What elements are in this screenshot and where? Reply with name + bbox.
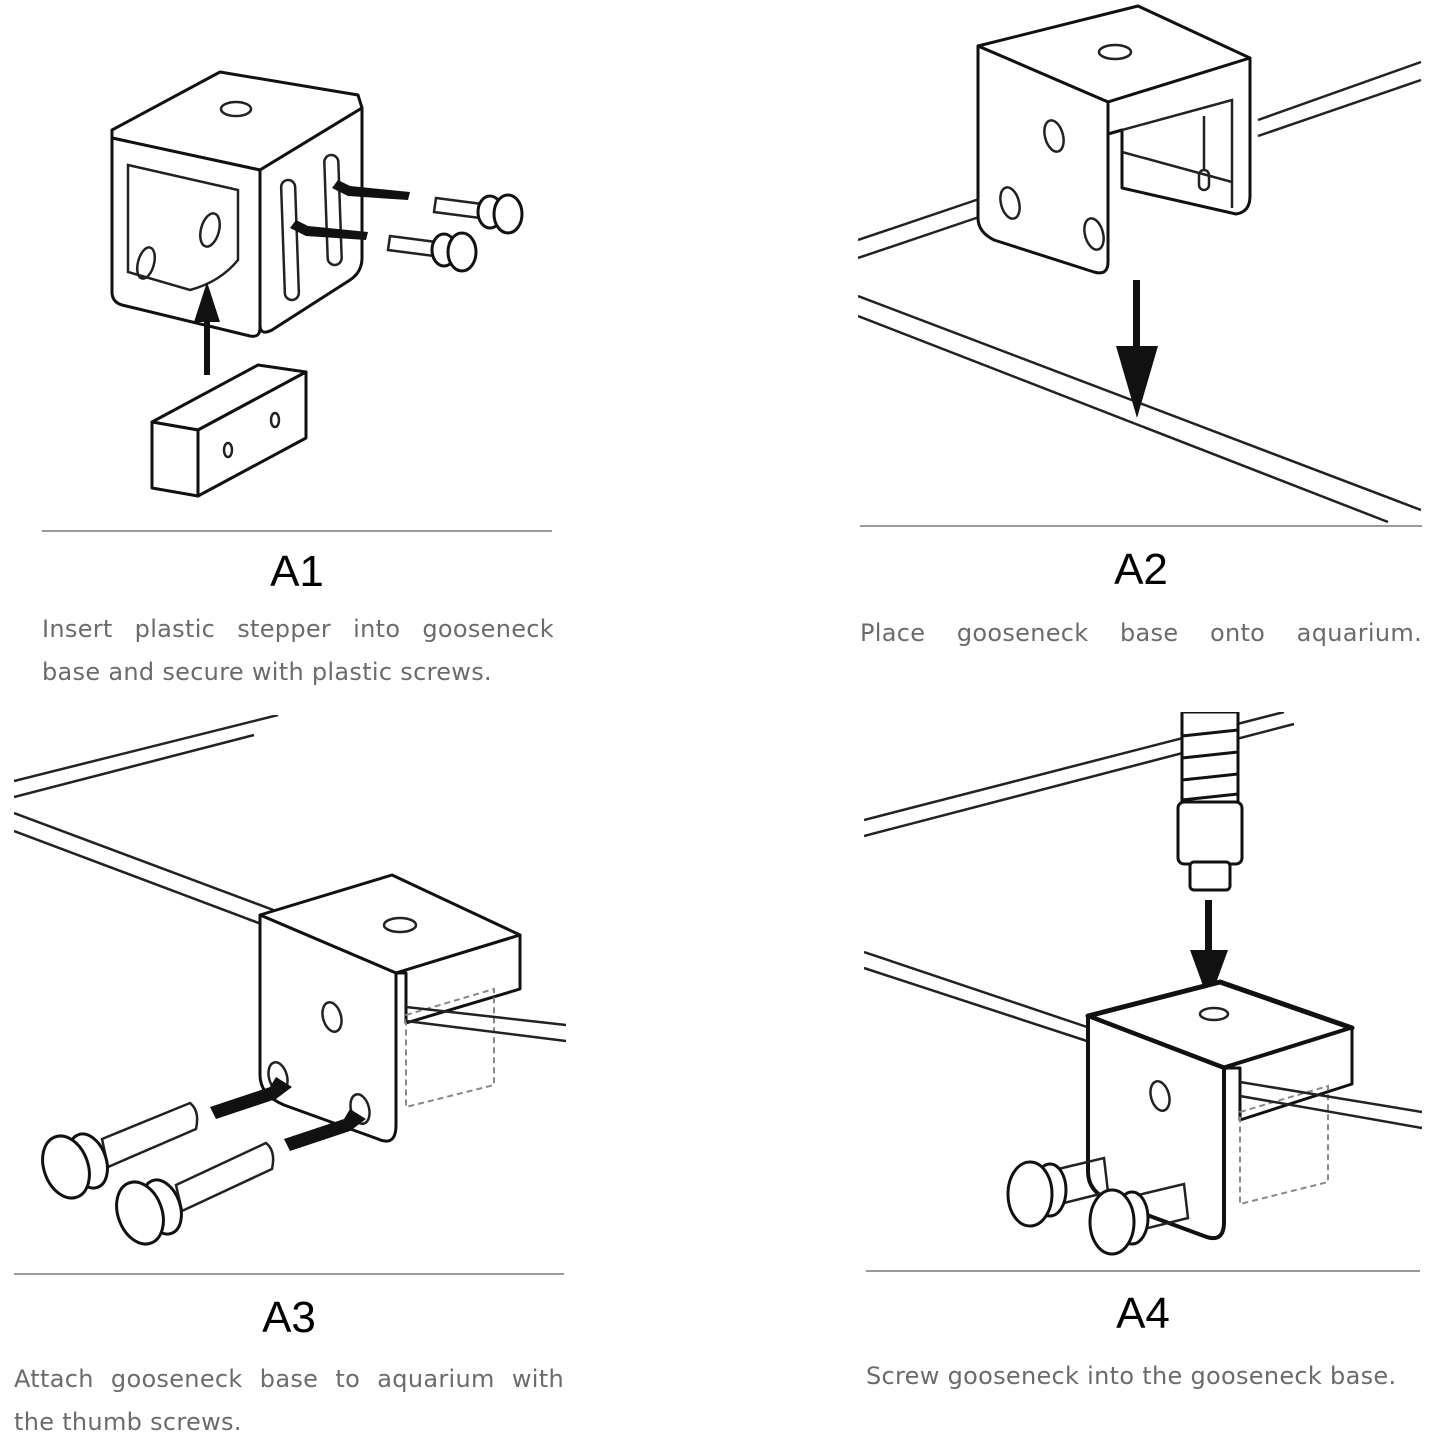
step-a3-description: Attach gooseneck base to aquarium with t… [14,1365,564,1436]
step-a2-description: Place gooseneck base onto aquarium. [860,619,1422,647]
bracket-front-face [1086,1014,1226,1241]
plastic-stepper [150,363,308,498]
step-a4-description: Screw gooseneck into the gooseneck base. [866,1362,1397,1390]
step-a4-illustration [864,712,1422,1267]
step-a3-label: A3 [262,1293,316,1342]
step-a1-illustration [100,60,540,510]
step-a2-divider [860,525,1422,527]
arrow-down-head [1190,950,1228,1002]
step-a1-label: A1 [270,547,324,596]
thumb-screw-2 [115,1141,275,1246]
arrow-screw-2 [284,1109,366,1151]
bracket-front-face [976,44,1110,275]
arrow-down-shaft [1133,280,1140,352]
step-a4-divider [866,1270,1420,1272]
arrow-screw-2 [290,220,368,240]
step-a2-label: A2 [1114,545,1168,594]
base-on-aquarium-drawing [858,4,1422,524]
stepper-hidden-outline [405,987,495,1109]
plastic-screw-1 [432,193,524,235]
stepper-hidden-outline [1239,1084,1329,1206]
gooseneck-tube [1176,712,1244,892]
top-mount-hole [219,100,253,118]
step-a3-divider [14,1273,564,1275]
bracket-side-face [1106,56,1252,216]
step-a1-divider [42,530,552,532]
arrow-down-shaft [1205,900,1212,960]
bracket-stepper-drawing [110,70,524,498]
step-a2-illustration [858,0,1423,525]
arrow-down-head [1116,346,1158,418]
slot-left [279,178,301,302]
gooseneck-into-base-drawing [864,712,1422,1256]
thumb-screw-1 [1006,1156,1110,1228]
slot-right [323,153,343,267]
arrow-screw-1 [210,1077,292,1119]
thumb-screws-drawing [14,715,566,1246]
step-a3-illustration [14,715,566,1260]
thumb-screw-2 [1088,1182,1190,1256]
arrow-up-head [194,282,220,322]
step-a1-description: Insert plastic stepper into gooseneck ba… [42,615,554,686]
bracket-inner-opening [126,163,240,292]
thumb-screw-1 [41,1101,199,1200]
plastic-screw-2 [386,231,478,273]
arrow-up-shaft [204,315,210,375]
arrow-screw-1 [332,180,410,200]
step-a4-label: A4 [1116,1289,1170,1338]
